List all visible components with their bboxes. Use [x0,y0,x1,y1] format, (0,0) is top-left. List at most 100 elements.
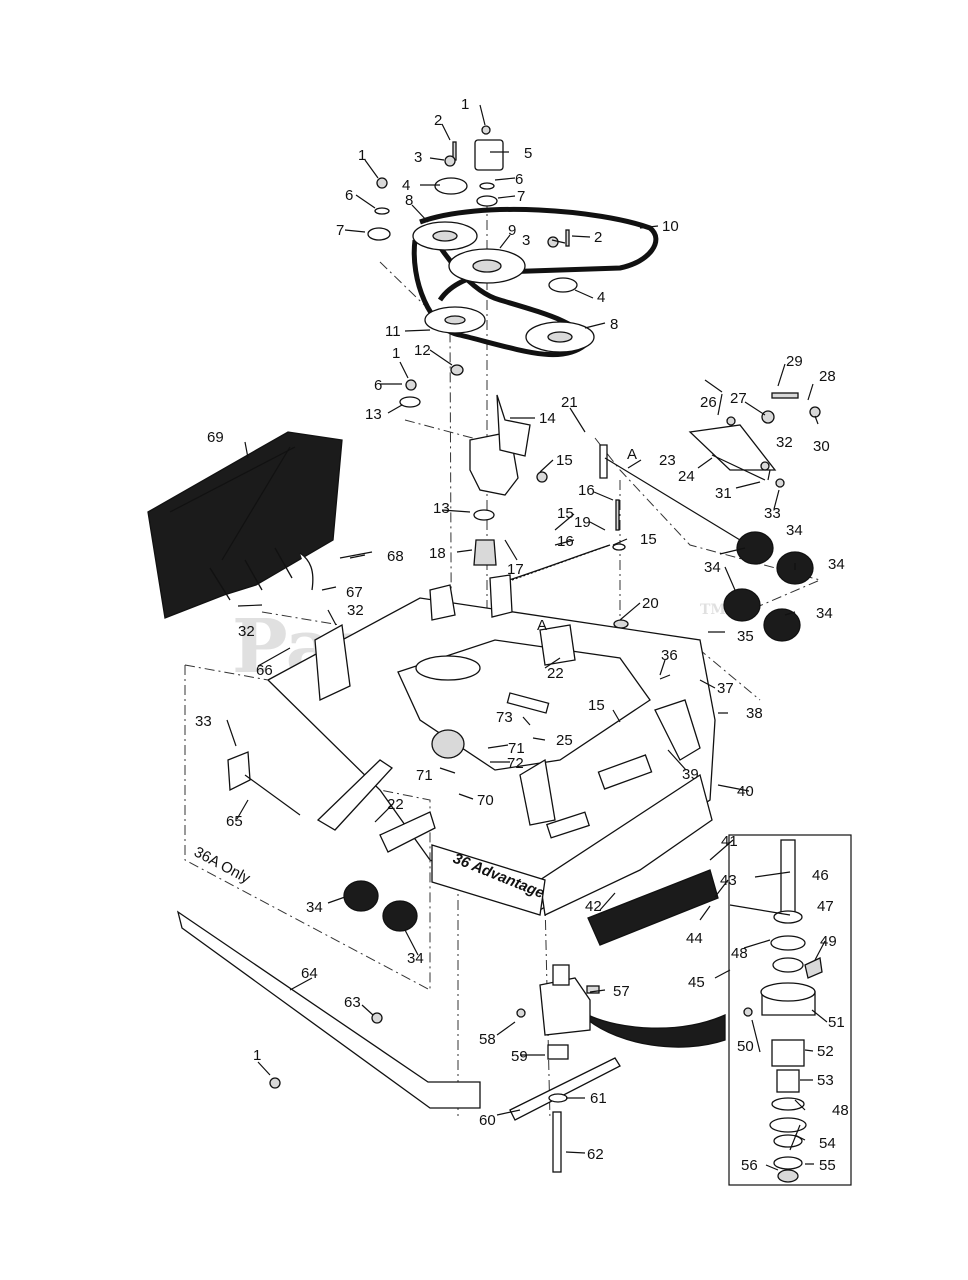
callout-56: 56 [741,1157,758,1174]
linkage [599,392,821,541]
callout-labels: 1 1 1 1 2 2 3 3 4 4 5 6 6 6 7 7 8 8 9 10… [195,96,849,1174]
callout-32: 32 [238,623,255,640]
spindle-detail-box [728,834,852,1186]
callout-38: 38 [746,705,763,722]
callout-31: 31 [715,485,732,502]
callout-30: 30 [813,438,830,455]
callout-13: 13 [433,500,450,517]
callout-52: 52 [817,1043,834,1060]
callout-63: 63 [344,994,361,1011]
callout-19: 19 [574,514,591,531]
callout-9: 9 [508,222,516,239]
callout-35: 35 [737,628,754,645]
callout-34: 34 [816,605,833,622]
callout-1: 1 [392,345,400,362]
callout-59: 59 [511,1048,528,1065]
callout-40: 40 [737,783,754,800]
callout-14: 14 [539,410,556,427]
callout-69: 69 [207,429,224,446]
callout-4: 4 [402,177,410,194]
callout-51: 51 [828,1014,845,1031]
callout-29: 29 [786,353,803,370]
callout-72: 72 [507,755,524,772]
callout-25: 25 [556,732,573,749]
callout-71: 71 [508,740,525,757]
reference-letter-a: A [627,446,637,463]
callout-15: 15 [588,697,605,714]
inset-note: 36A Only [191,844,253,888]
idler-arm [399,364,629,629]
callout-13: 13 [365,406,382,423]
spindle-assembly [509,964,621,1173]
callout-34: 34 [786,522,803,539]
callout-33: 33 [195,713,212,730]
callout-1: 1 [253,1047,261,1064]
callout-41: 41 [721,833,738,850]
callout-3: 3 [522,232,530,249]
callout-5: 5 [524,145,532,162]
pulley-assembly [367,125,659,358]
callout-34: 34 [704,559,721,576]
callout-3: 3 [414,149,422,166]
callout-70: 70 [477,792,494,809]
callout-34: 34 [306,899,323,916]
callout-47: 47 [817,898,834,915]
callout-27: 27 [730,390,747,407]
callout-34: 34 [828,556,845,573]
callout-4: 4 [597,289,605,306]
callout-73: 73 [496,709,513,726]
callout-53: 53 [817,1072,834,1089]
callout-8: 8 [610,316,618,333]
rear-skirt [176,910,481,1109]
callout-66: 66 [256,662,273,679]
callout-44: 44 [686,930,703,947]
reference-letter-a: A [537,617,547,634]
callout-1: 1 [358,147,366,164]
watermark-tm: TM [700,602,726,618]
callout-60: 60 [479,1112,496,1129]
callout-57: 57 [613,983,630,1000]
callout-15: 15 [640,531,657,548]
callout-46: 46 [812,867,829,884]
callout-33: 33 [764,505,781,522]
callout-18: 18 [429,545,446,562]
callout-20: 20 [642,595,659,612]
callout-55: 55 [819,1157,836,1174]
callout-67: 67 [346,584,363,601]
callout-12: 12 [414,342,431,359]
callout-61: 61 [590,1090,607,1107]
callout-48: 48 [731,945,748,962]
callout-71: 71 [416,767,433,784]
callout-10: 10 [662,218,679,235]
callout-50: 50 [737,1038,754,1055]
callout-1: 1 [461,96,469,113]
callout-7: 7 [336,222,344,239]
callout-37: 37 [717,680,734,697]
leader-lines [226,104,828,1171]
callout-17: 17 [507,561,524,578]
callout-34: 34 [407,950,424,967]
callout-7: 7 [517,188,525,205]
callout-22: 22 [387,796,404,813]
callout-54: 54 [819,1135,836,1152]
callout-32: 32 [347,602,364,619]
callout-28: 28 [819,368,836,385]
callout-8: 8 [405,192,413,209]
callout-62: 62 [587,1146,604,1163]
callout-48: 48 [832,1102,849,1119]
callout-68: 68 [387,548,404,565]
callout-22: 22 [547,665,564,682]
callout-11: 11 [385,323,401,340]
callout-16: 16 [557,533,574,550]
callout-32: 32 [776,434,793,451]
callout-49: 49 [820,933,837,950]
callout-24: 24 [678,468,695,485]
callout-16: 16 [578,482,595,499]
hub-right [548,277,578,293]
discharge-guard [587,869,726,1048]
grass-chute [147,431,373,619]
callout-58: 58 [479,1031,496,1048]
roller-group [343,531,814,932]
callout-65: 65 [226,813,243,830]
